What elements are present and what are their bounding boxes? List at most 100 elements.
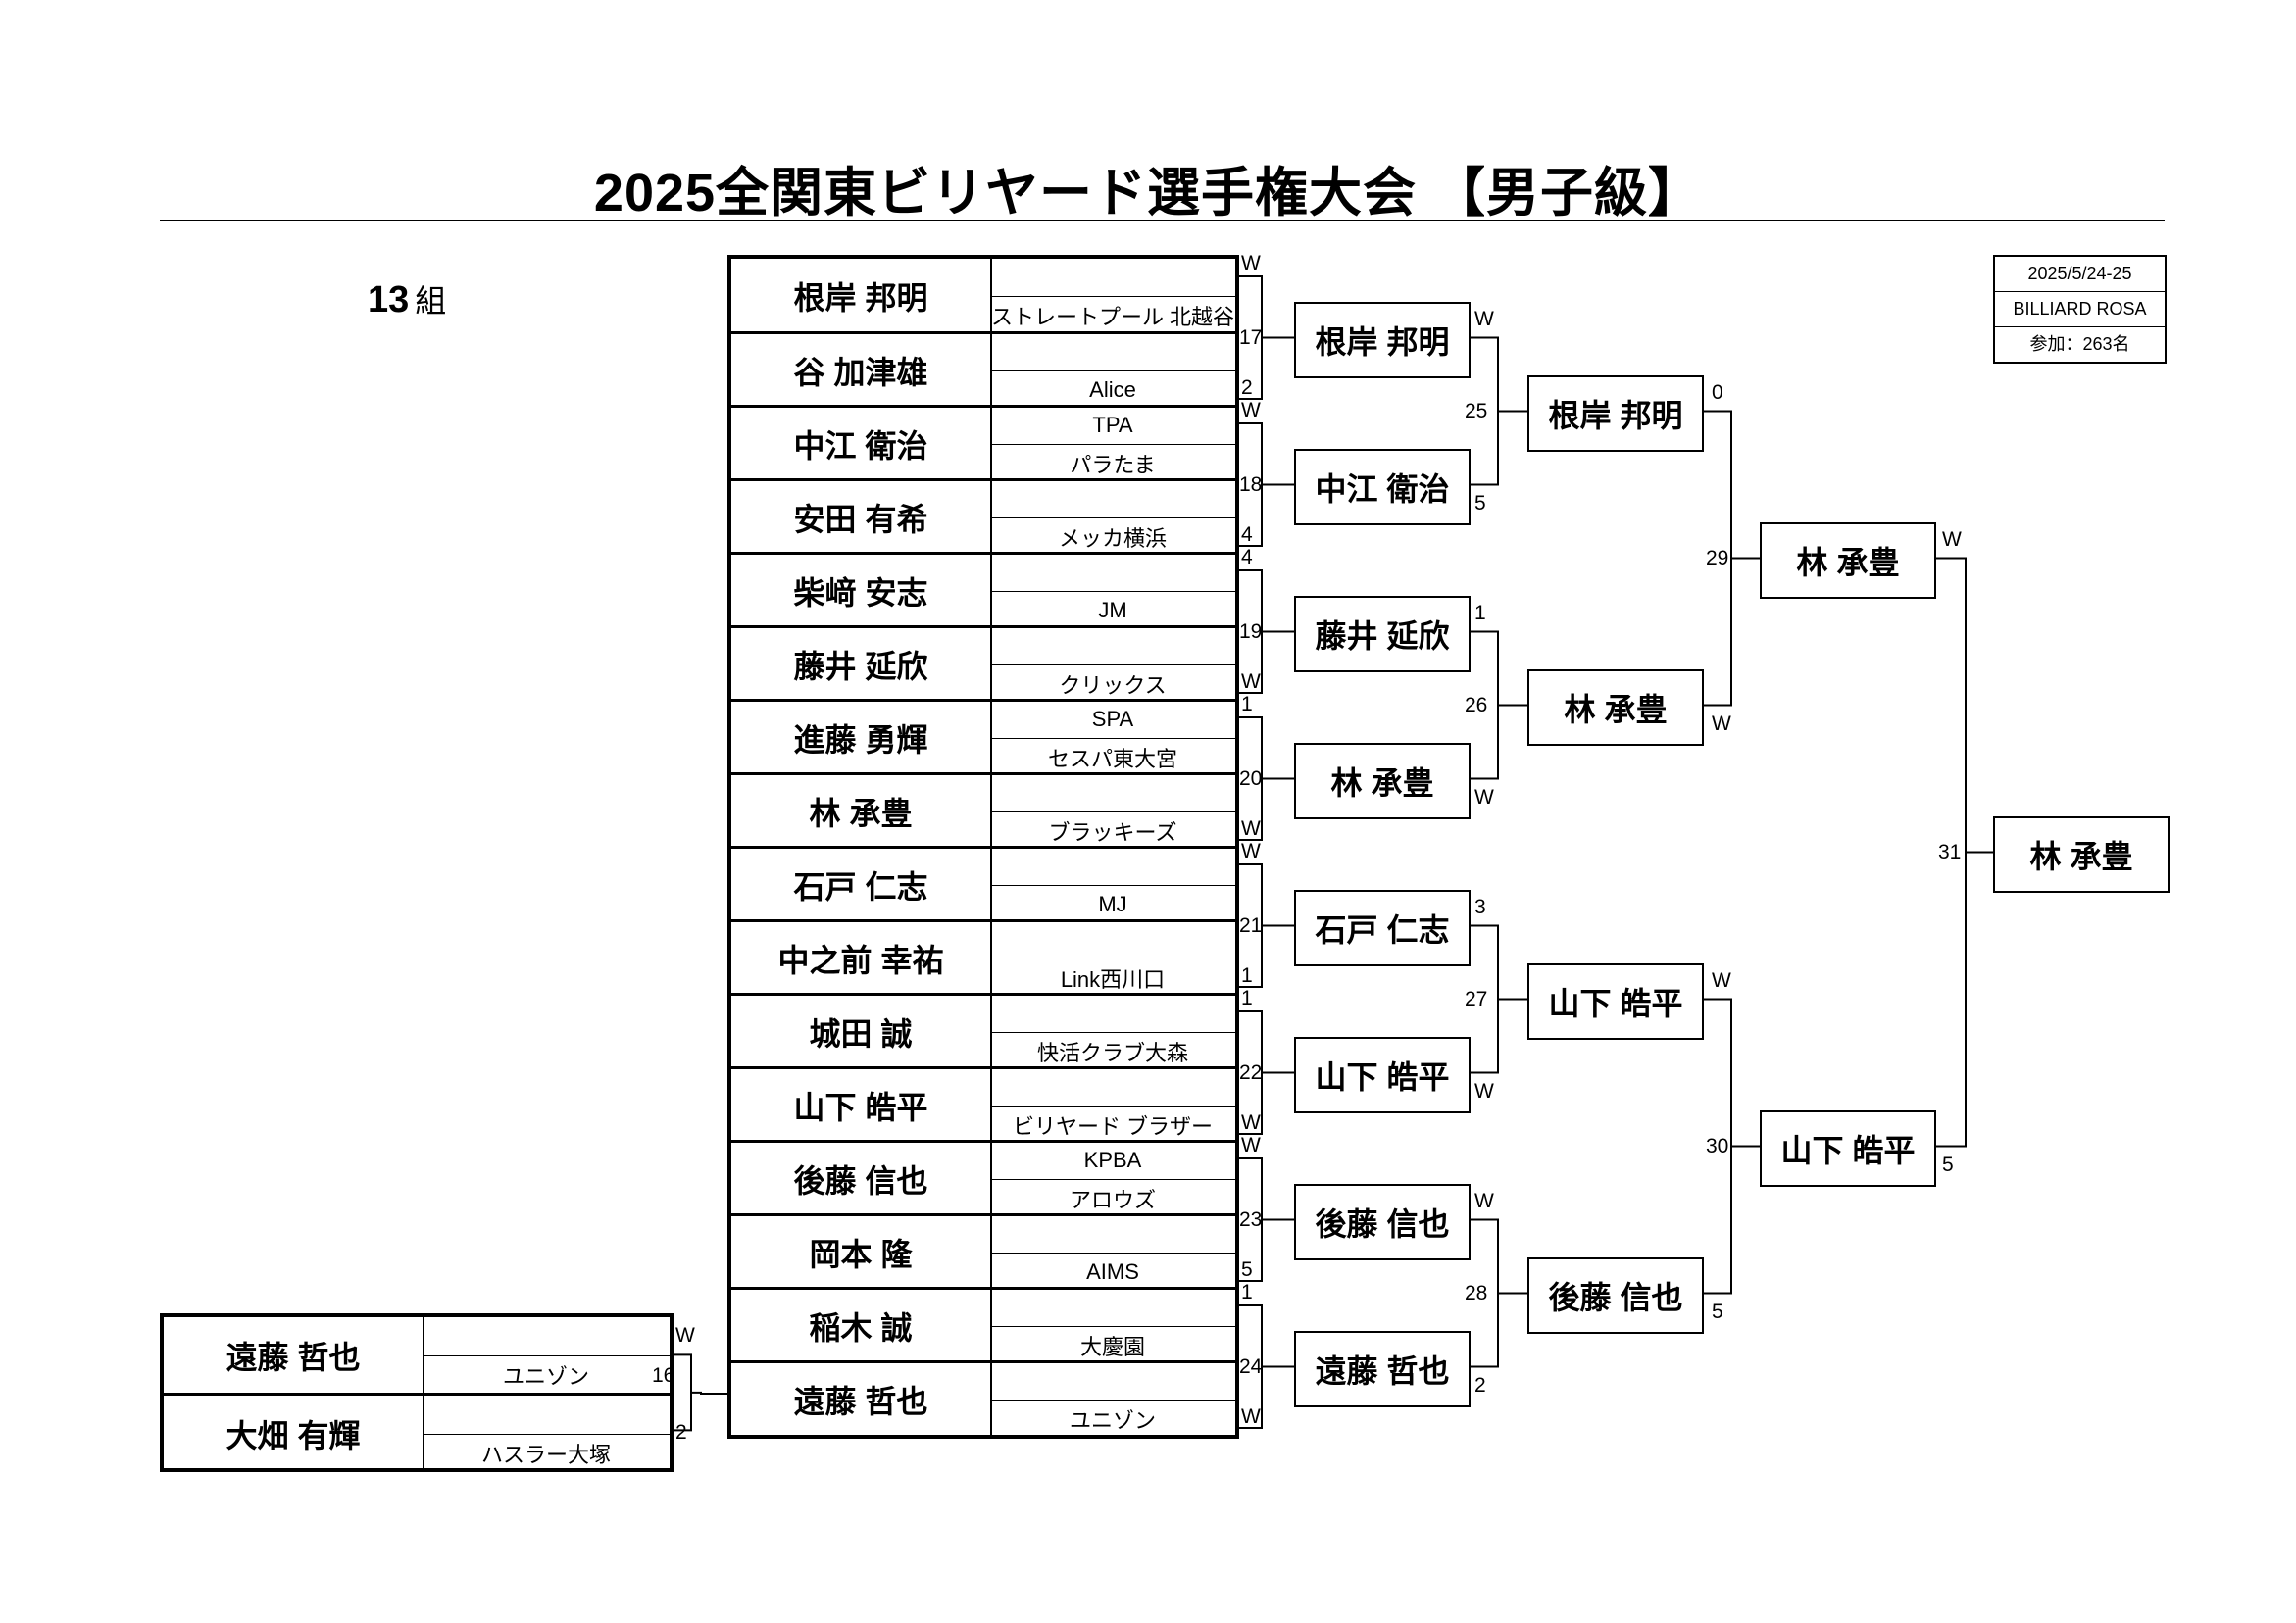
player-name: 中之前 幸祐 (731, 921, 992, 996)
player-name: 安田 有希 (731, 480, 992, 555)
club-name (990, 1290, 1235, 1327)
match-number: 16 (652, 1363, 675, 1387)
club-name: SPA (990, 702, 1235, 739)
round3-player: 山下 皓平 (1527, 962, 1704, 1040)
club-name (990, 555, 1235, 592)
entry-row: 根岸 邦明ストレートプール 北越谷 (731, 259, 1235, 332)
entry-row: 中之前 幸祐 Link西川口 (731, 918, 1235, 996)
club-name: KPBA (990, 1143, 1235, 1180)
entry-row: 藤井 延欣クリックス (731, 624, 1235, 702)
player-name: 岡本 隆 (731, 1215, 992, 1290)
entry-row: 遠藤 哲也ユニゾン (164, 1317, 670, 1393)
player-name: 大畑 有輝 (164, 1396, 424, 1471)
prelim-score: 2 (675, 1421, 687, 1445)
match-number: 18 (1239, 472, 1263, 496)
entry-row: 大畑 有輝ハスラー大塚 (164, 1393, 670, 1471)
club-name (990, 1069, 1235, 1107)
prelim-score: W (675, 1324, 695, 1348)
bracket-connector (691, 1391, 727, 1395)
round1-score: W (1241, 1111, 1261, 1134)
round2-player: 林 承豊 (1294, 742, 1471, 819)
round1-score: W (1241, 840, 1261, 862)
club-name (990, 259, 1235, 297)
player-name: 根岸 邦明 (731, 259, 992, 332)
round1-score: 5 (1241, 1258, 1253, 1281)
player-name: 城田 誠 (731, 995, 992, 1069)
round2-score: 3 (1474, 895, 1486, 918)
round1-score: 1 (1241, 693, 1253, 715)
club-name (990, 628, 1235, 665)
event-date: 2025/5/24-25 (1995, 257, 2165, 292)
round1-score: 1 (1241, 987, 1253, 1009)
club-name: セスパ東大宮 (1047, 747, 1177, 772)
semifinal-score: 5 (1942, 1153, 1954, 1176)
round2-player: 後藤 信也 (1294, 1183, 1471, 1260)
club-name (990, 922, 1235, 959)
entry-row: 稲木 誠大慶園 (731, 1286, 1235, 1363)
round3-score: 5 (1712, 1300, 1723, 1323)
club-name: JM (1098, 598, 1127, 623)
match-number: 28 (1465, 1281, 1488, 1304)
match-number: 27 (1465, 987, 1488, 1010)
round1-score: W (1241, 817, 1261, 840)
entry-row: 柴﨑 安志 JM (731, 551, 1235, 628)
player-name: 山下 皓平 (731, 1068, 992, 1143)
group-suffix: 組 (415, 283, 447, 319)
match-number: 20 (1239, 766, 1263, 790)
event-info-box: 2025/5/24-25 BILLIARD ROSA 参加：263名 (1993, 255, 2167, 364)
round2-player: 根岸 邦明 (1294, 301, 1471, 378)
round2-score: W (1474, 1079, 1494, 1103)
club-name (990, 334, 1235, 371)
round3-player: 根岸 邦明 (1527, 374, 1704, 452)
round1-score: W (1241, 670, 1261, 693)
round1-score: 1 (1241, 1281, 1253, 1303)
player-name: 石戸 仁志 (731, 848, 992, 922)
club-name (423, 1317, 670, 1356)
match-number: 23 (1239, 1207, 1263, 1231)
player-name: 遠藤 哲也 (164, 1317, 424, 1393)
entry-row: 城田 誠快活クラブ大森 (731, 992, 1235, 1069)
round1-score: W (1241, 1134, 1261, 1156)
round3-score: W (1712, 712, 1731, 735)
player-name: 遠藤 哲也 (731, 1362, 992, 1437)
match-number: 29 (1706, 546, 1729, 569)
round1-score: 4 (1241, 523, 1253, 546)
club-name: Link西川口 (1060, 967, 1166, 993)
round2-player: 藤井 延欣 (1294, 595, 1471, 672)
match-number: 26 (1465, 693, 1488, 716)
round2-player: 石戸 仁志 (1294, 889, 1471, 966)
event-participants: 参加：263名 (2029, 334, 2130, 354)
round2-player: 山下 皓平 (1294, 1036, 1471, 1113)
player-name: 後藤 信也 (731, 1142, 992, 1216)
club-name: ユニゾン (1069, 1408, 1156, 1434)
group-number: 13 (368, 279, 410, 320)
round1-score: 2 (1241, 376, 1253, 399)
entry-row: 林 承豊ブラッキーズ (731, 771, 1235, 849)
page-title: 2025全関東ビリヤード選手権大会 【男子級】 (593, 164, 1703, 222)
round2-score: W (1474, 307, 1494, 330)
match-number: 25 (1465, 399, 1488, 422)
round2-score: W (1474, 1189, 1494, 1212)
match-number: 24 (1239, 1354, 1263, 1378)
round2-player: 中江 衛治 (1294, 448, 1471, 525)
round3-score: W (1712, 968, 1731, 992)
round1-score: W (1241, 399, 1261, 421)
round3-player: 林 承豊 (1527, 668, 1704, 746)
round3-player: 後藤 信也 (1527, 1256, 1704, 1334)
club-name (990, 849, 1235, 886)
round2-score: 1 (1474, 601, 1486, 624)
semifinal-player: 林 承豊 (1760, 521, 1936, 599)
prelim-entry-board: 遠藤 哲也ユニゾン大畑 有輝ハスラー大塚 (160, 1313, 674, 1472)
club-name (423, 1396, 670, 1435)
club-name: メッカ横浜 (1058, 526, 1167, 552)
club-name: ビリヤード ブラザー (1012, 1114, 1214, 1140)
club-name (990, 1216, 1235, 1254)
player-name: 藤井 延欣 (731, 627, 992, 702)
player-name: 柴﨑 安志 (731, 554, 992, 628)
club-name: TPA (990, 408, 1235, 445)
player-name: 進藤 勇輝 (731, 701, 992, 775)
